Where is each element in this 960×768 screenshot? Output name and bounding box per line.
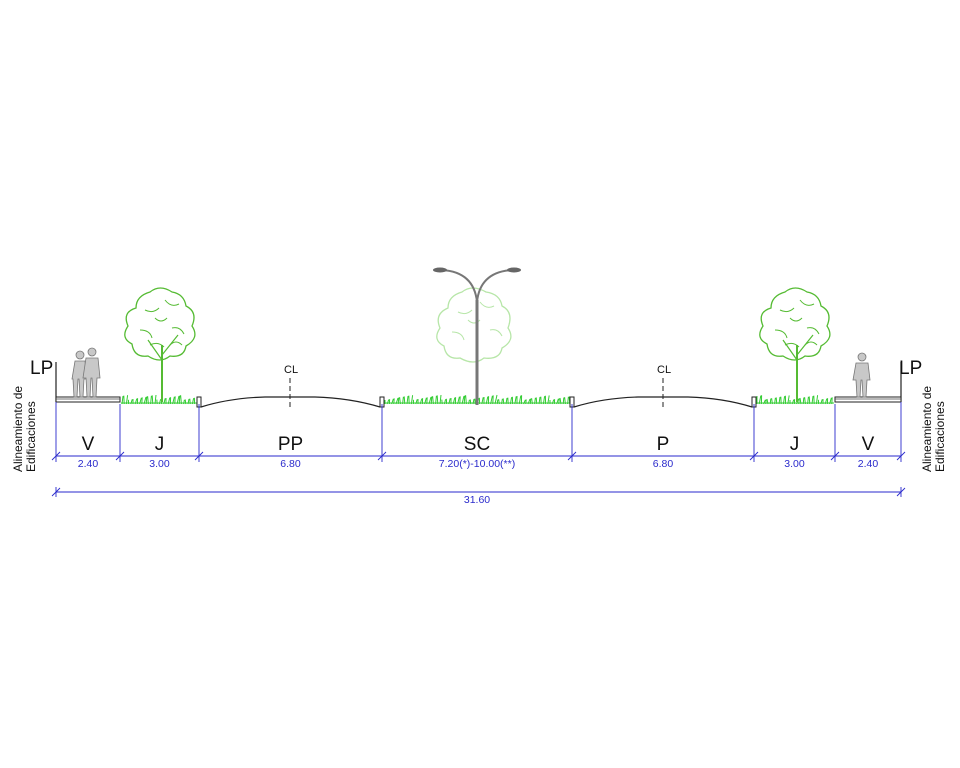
centerline-marker-pp: CL [284, 364, 298, 407]
zone-width-label: 6.80 [653, 458, 674, 470]
street-lamp-icon [433, 267, 521, 405]
right-lp-label: LP [899, 358, 922, 379]
pedestrian-icon [852, 352, 871, 398]
zone-code-label: SC [464, 434, 490, 455]
right-note-line-2: Edificaciones [933, 401, 947, 472]
zone-separators [55, 402, 902, 462]
dimension-chain: 2.40 3.00 6.80 7.20(*)-10.00(**) 6.80 3.00 2.4… [51, 451, 906, 470]
zone-code-label: PP [278, 434, 303, 455]
tree-right-icon [759, 287, 831, 402]
total-dimension: 31.60 [51, 487, 906, 506]
zone-width-label: 3.00 [149, 458, 170, 470]
left-building-alignment-note: Alineamiento de Edificaciones [11, 386, 38, 472]
tree-median-faded-icon [436, 287, 512, 363]
centerline-symbol: CL [284, 364, 298, 376]
zone-labels: V J PP SC P J V [82, 434, 875, 455]
left-sidewalk [55, 396, 121, 403]
centerline-symbol: CL [657, 364, 671, 376]
grass-strips [121, 394, 834, 405]
zone-code-label: V [862, 434, 875, 455]
zone-width-label: 6.80 [280, 458, 301, 470]
right-sidewalk [834, 396, 902, 403]
tree-left-icon [124, 287, 196, 402]
pedestrian-couple-icon [71, 347, 101, 398]
zone-width-label: 7.20(*)-10.00(**) [439, 458, 515, 470]
right-building-alignment-note: Alineamiento de Edificaciones [920, 386, 947, 472]
zone-code-label: P [657, 434, 670, 455]
centerline-marker-p: CL [657, 364, 671, 407]
zone-code-label: V [82, 434, 95, 455]
zone-width-label: 2.40 [78, 458, 99, 470]
grass-strip [121, 394, 199, 405]
zone-code-label: J [790, 434, 800, 455]
zone-code-label: J [155, 434, 165, 455]
total-width-label: 31.60 [464, 494, 490, 506]
zone-width-label: 2.40 [858, 458, 879, 470]
right-note-line-1: Alineamiento de [920, 386, 934, 472]
left-note-line-1: Alineamiento de [11, 386, 25, 472]
zone-width-label: 3.00 [784, 458, 805, 470]
left-note-line-2: Edificaciones [24, 401, 38, 472]
left-lp-label: LP [30, 358, 53, 379]
grass-strip [756, 395, 834, 405]
